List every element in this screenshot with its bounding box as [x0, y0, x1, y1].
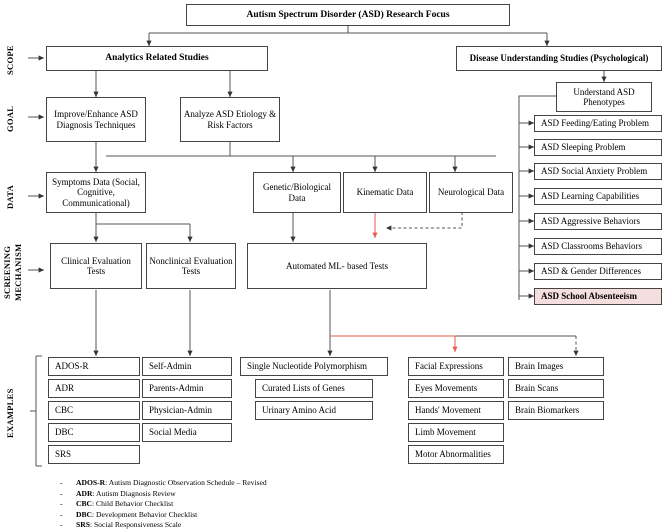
example-col3-item-0[interactable]: Single Nucleotide Polymorphism: [240, 357, 388, 376]
example-col3-item-1[interactable]: Curated Lists of Genes: [255, 379, 373, 398]
row-label-scope: SCOPE: [5, 45, 15, 75]
scope-analytics-box[interactable]: Analytics Related Studies: [46, 46, 268, 71]
example-col4-item-3[interactable]: Limb Movement: [408, 423, 504, 442]
legend-item-3: -DBC: Development Behavior Checklist: [60, 509, 198, 519]
row-label-screening-line2: MECHANISM: [13, 243, 23, 301]
phenotype-item-7-highlighted[interactable]: ASD School Absenteeism: [534, 288, 662, 305]
row-label-data: DATA: [5, 184, 15, 210]
example-col2-item-3[interactable]: Social Media: [142, 423, 232, 442]
row-label-screening: SCREENING MECHANISM: [0, 236, 26, 308]
phenotype-item-1[interactable]: ASD Sleeping Problem: [534, 139, 662, 156]
scope-disease-box[interactable]: Disease Understanding Studies (Psycholog…: [456, 46, 662, 71]
row-label-examples: EXAMPLES: [5, 388, 15, 438]
example-col5-item-0[interactable]: Brain Images: [508, 357, 604, 376]
example-col2-item-0[interactable]: Self-Admin: [142, 357, 232, 376]
goal-phenotypes-box[interactable]: Understand ASD Phenotypes: [556, 82, 652, 112]
row-label-goal: GOAL: [5, 105, 15, 133]
goal-improve-box[interactable]: Improve/Enhance ASD Diagnosis Techniques: [46, 97, 146, 142]
example-col2-item-1[interactable]: Parents-Admin: [142, 379, 232, 398]
example-col1-item-1[interactable]: ADR: [48, 379, 140, 398]
example-col5-item-2[interactable]: Brain Biomarkers: [508, 401, 604, 420]
screening-nonclinical-box[interactable]: Nonclinical Evaluation Tests: [146, 243, 236, 289]
example-col1-item-4[interactable]: SRS: [48, 445, 140, 464]
example-col4-item-2[interactable]: Hands' Movement: [408, 401, 504, 420]
legend-item-1: -ADR: Autism Diagnosis Review: [60, 488, 176, 498]
legend-item-2: -CBC: Child Behavior Checklist: [60, 499, 174, 509]
data-symptoms-box[interactable]: Symptoms Data (Social, Cognitive, Commun…: [46, 172, 146, 213]
phenotype-item-6[interactable]: ASD & Gender Differences: [534, 263, 662, 280]
phenotype-item-3[interactable]: ASD Learning Capabilities: [534, 188, 662, 205]
data-kinematic-box[interactable]: Kinematic Data: [343, 172, 427, 213]
screening-automated-box[interactable]: Automated ML- based Tests: [247, 243, 427, 289]
example-col5-item-1[interactable]: Brain Scans: [508, 379, 604, 398]
example-col4-item-1[interactable]: Eyes Movements: [408, 379, 504, 398]
legend-item-0: -ADOS-R: Autism Diagnostic Observation S…: [60, 478, 267, 487]
example-col4-item-0[interactable]: Facial Expressions: [408, 357, 504, 376]
example-col2-item-2[interactable]: Physician-Admin: [142, 401, 232, 420]
title-box: Autism Spectrum Disorder (ASD) Research …: [186, 4, 510, 26]
example-col1-item-3[interactable]: DBC: [48, 423, 140, 442]
phenotype-item-4[interactable]: ASD Aggressive Behaviors: [534, 213, 662, 230]
phenotype-item-2[interactable]: ASD Social Anxiety Problem: [534, 163, 662, 180]
phenotype-item-5[interactable]: ASD Classrooms Behaviors: [534, 238, 662, 255]
data-genetic-box[interactable]: Genetic/Biological Data: [253, 172, 341, 213]
screening-clinical-box[interactable]: Clinical Evaluation Tests: [50, 243, 142, 289]
data-neurological-box[interactable]: Neurological Data: [429, 172, 513, 213]
example-col4-item-4[interactable]: Motor Abnormalities: [408, 445, 504, 464]
example-col1-item-0[interactable]: ADOS-R: [48, 357, 140, 376]
legend: -ADOS-R: Autism Diagnostic Observation S…: [60, 478, 480, 531]
goal-analyze-box[interactable]: Analyze ASD Etiology & Risk Factors: [180, 97, 280, 142]
phenotype-item-0[interactable]: ASD Feeding/Eating Problem: [534, 115, 662, 132]
example-col3-item-2[interactable]: Urinary Amino Acid: [255, 401, 373, 420]
example-col1-item-2[interactable]: CBC: [48, 401, 140, 420]
legend-item-4: -SRS: Social Responsiveness Scale: [60, 520, 182, 530]
